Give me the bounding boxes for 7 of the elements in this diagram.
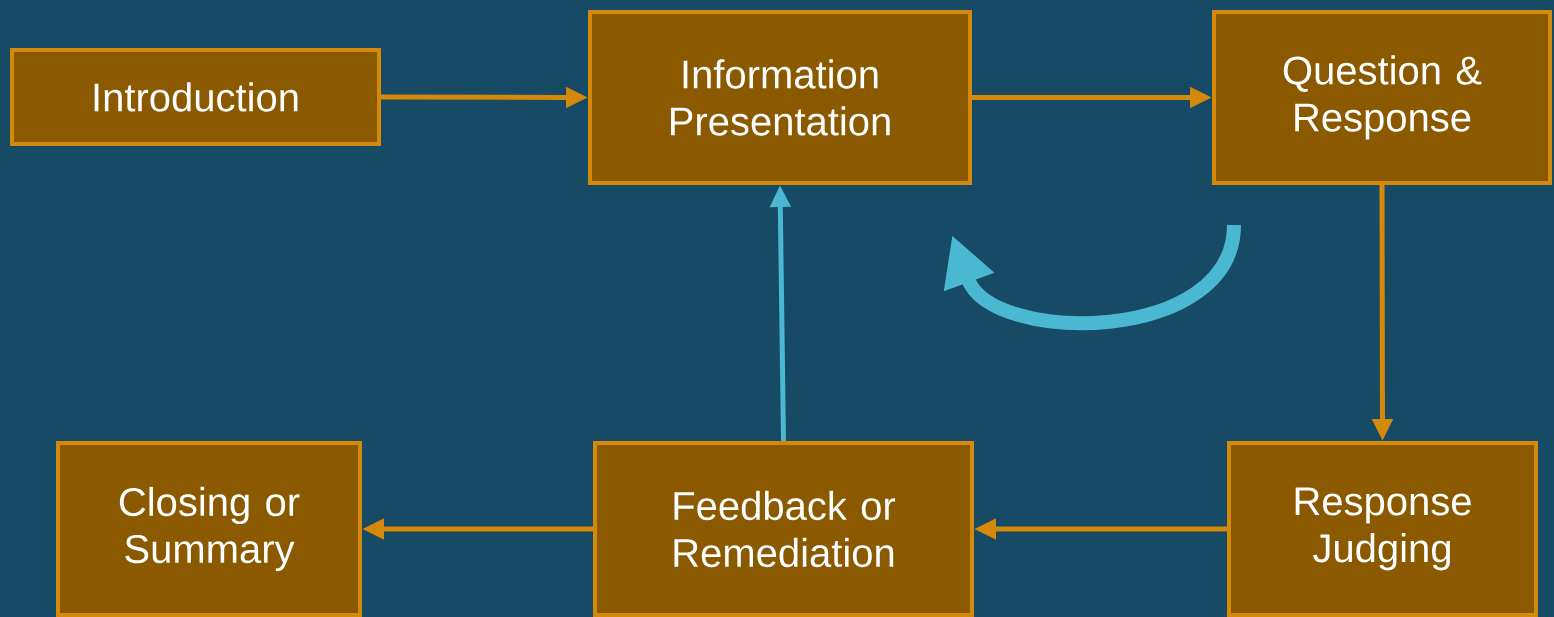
process-box: Information Presentation [588, 10, 972, 185]
process-box: Introduction [10, 48, 381, 146]
process-box: Feedback or Remediation [593, 441, 974, 617]
process-box: Closing or Summary [56, 441, 362, 617]
process-box: Response Judging [1227, 441, 1538, 617]
curved-arrow [943, 223, 1241, 331]
process-box: Question & Response [1212, 10, 1552, 185]
